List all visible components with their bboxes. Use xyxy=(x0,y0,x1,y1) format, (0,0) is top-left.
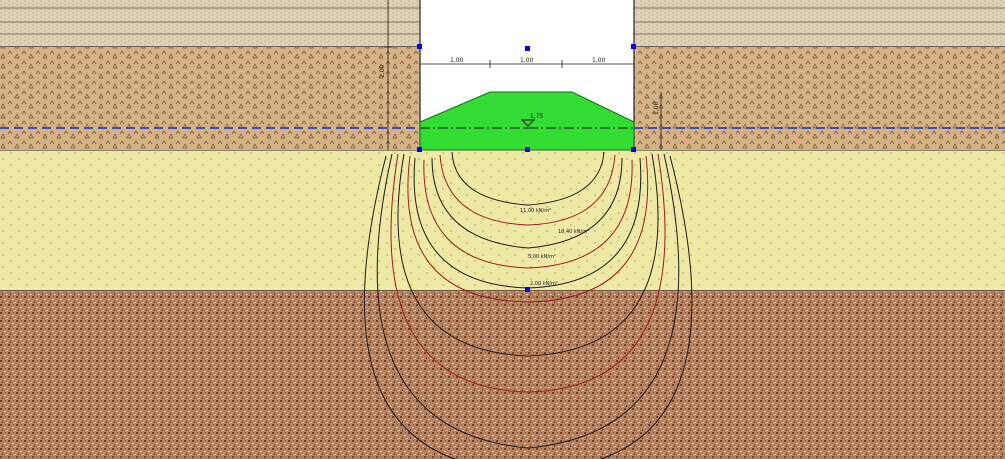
sand-layer xyxy=(0,150,1005,290)
dimension-right-label: 1,00 xyxy=(592,57,606,64)
isobar-contour-10 xyxy=(363,155,693,459)
isobar-contour-2 xyxy=(439,154,616,226)
left-fill-soil xyxy=(0,47,420,150)
right-pavement-layer xyxy=(634,0,1005,47)
isobar-contour-3 xyxy=(431,157,623,249)
isobar-label-3: 5,00 kN/m² xyxy=(528,254,556,260)
dimension-left-label: 1,00 xyxy=(450,57,464,64)
left-pavement-layer xyxy=(0,0,420,47)
isobar-contour-9 xyxy=(376,153,680,449)
isobar-label-1: 11,00 kN/m² xyxy=(520,208,551,214)
right-vertical-dimension-label: 1,00 xyxy=(653,101,660,115)
bedrock-layer xyxy=(0,290,1005,459)
isobar-label-4: 2,00 kN/m² xyxy=(530,281,558,287)
right-fill-soil xyxy=(634,47,1005,150)
handle-mid-depth[interactable] xyxy=(525,287,530,292)
handle-top-center[interactable] xyxy=(525,46,530,51)
dimension-middle-label: 1,00 xyxy=(520,57,534,64)
isobar-contour-8 xyxy=(390,153,666,393)
water-level-marker-icon xyxy=(520,119,536,127)
isobar-contour-4 xyxy=(423,159,633,269)
water-level-label: 1,75 xyxy=(530,113,544,120)
left-vertical-dimension-label: 1,00 xyxy=(379,64,386,78)
handle-bottom-left[interactable] xyxy=(417,147,422,152)
handle-bottom-center[interactable] xyxy=(525,147,530,152)
handle-top-left[interactable] xyxy=(417,44,422,49)
isobar-label-2: 10,40 kN/m² xyxy=(558,229,589,235)
isobar-contour-7 xyxy=(397,153,659,357)
isobar-contour-6 xyxy=(407,155,649,303)
isobar-contour-1 xyxy=(451,151,605,206)
handle-bottom-right[interactable] xyxy=(631,147,636,152)
handle-top-right[interactable] xyxy=(631,44,636,49)
